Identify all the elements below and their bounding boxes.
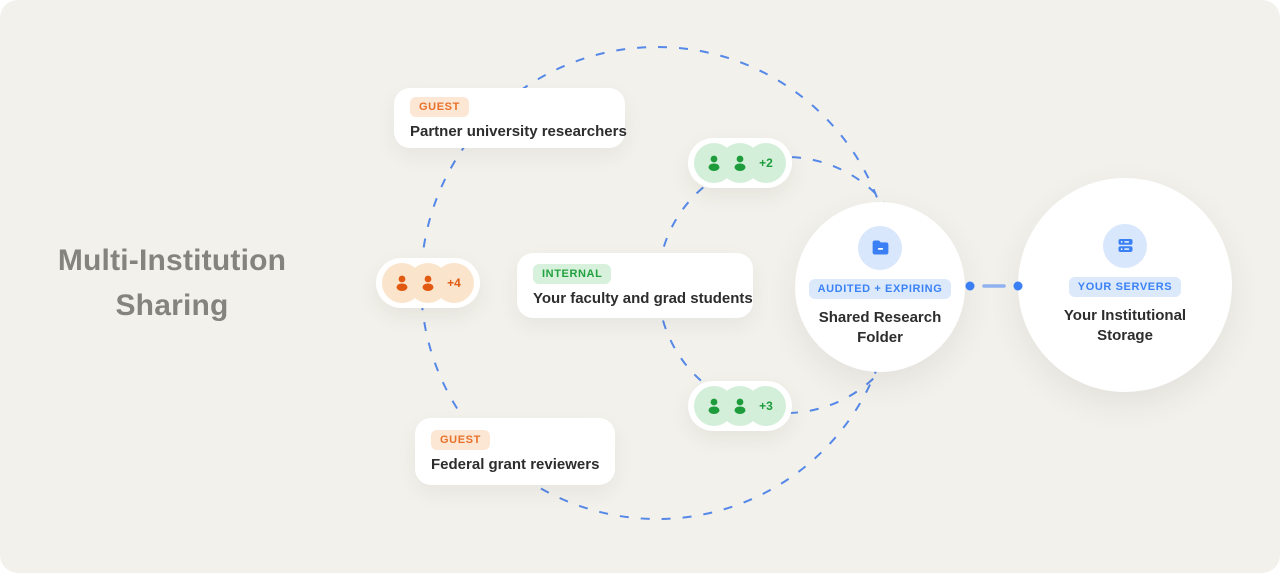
connector-dot — [1013, 281, 1023, 291]
folder-icon — [858, 225, 902, 270]
audited-expiring-badge: AUDITED + EXPIRING — [808, 278, 952, 299]
server-icon — [1103, 223, 1147, 268]
guest-badge: GUEST — [410, 96, 469, 117]
card-partner-university-researchers: GUEST Partner university researchers — [394, 88, 627, 148]
guest-badge: GUEST — [431, 430, 490, 450]
page-title: Multi-Institution Sharing — [57, 244, 287, 322]
overflow-count: +4 — [434, 263, 474, 303]
card-faculty-grad-students: INTERNAL Your faculty and grad students — [517, 253, 753, 318]
your-servers-badge: YOUR SERVERS — [1068, 276, 1182, 297]
overflow-count: +3 — [746, 386, 786, 426]
card-federal-grant-reviewers: GUEST Federal grant reviewers — [415, 418, 615, 485]
node-label: Your Institutional Storage — [1063, 306, 1187, 344]
node-label: Shared Research Folder — [818, 308, 942, 346]
overflow-count: +2 — [746, 143, 786, 183]
connector-dot — [965, 281, 975, 291]
card-label: Federal grant reviewers — [431, 456, 600, 473]
card-label: Your faculty and grad students — [533, 290, 753, 307]
node-shared-research-folder: AUDITED + EXPIRING Shared Research Folde… — [795, 202, 965, 372]
avatar-group-green-bottom: +3 — [688, 381, 792, 431]
internal-badge: INTERNAL — [533, 264, 612, 284]
avatar-group-orange-left: +4 — [376, 258, 480, 308]
node-institutional-storage: YOUR SERVERS Your Institutional Storage — [1018, 178, 1232, 392]
avatar-group-green-top: +2 — [688, 138, 792, 188]
card-label: Partner university researchers — [410, 122, 627, 140]
